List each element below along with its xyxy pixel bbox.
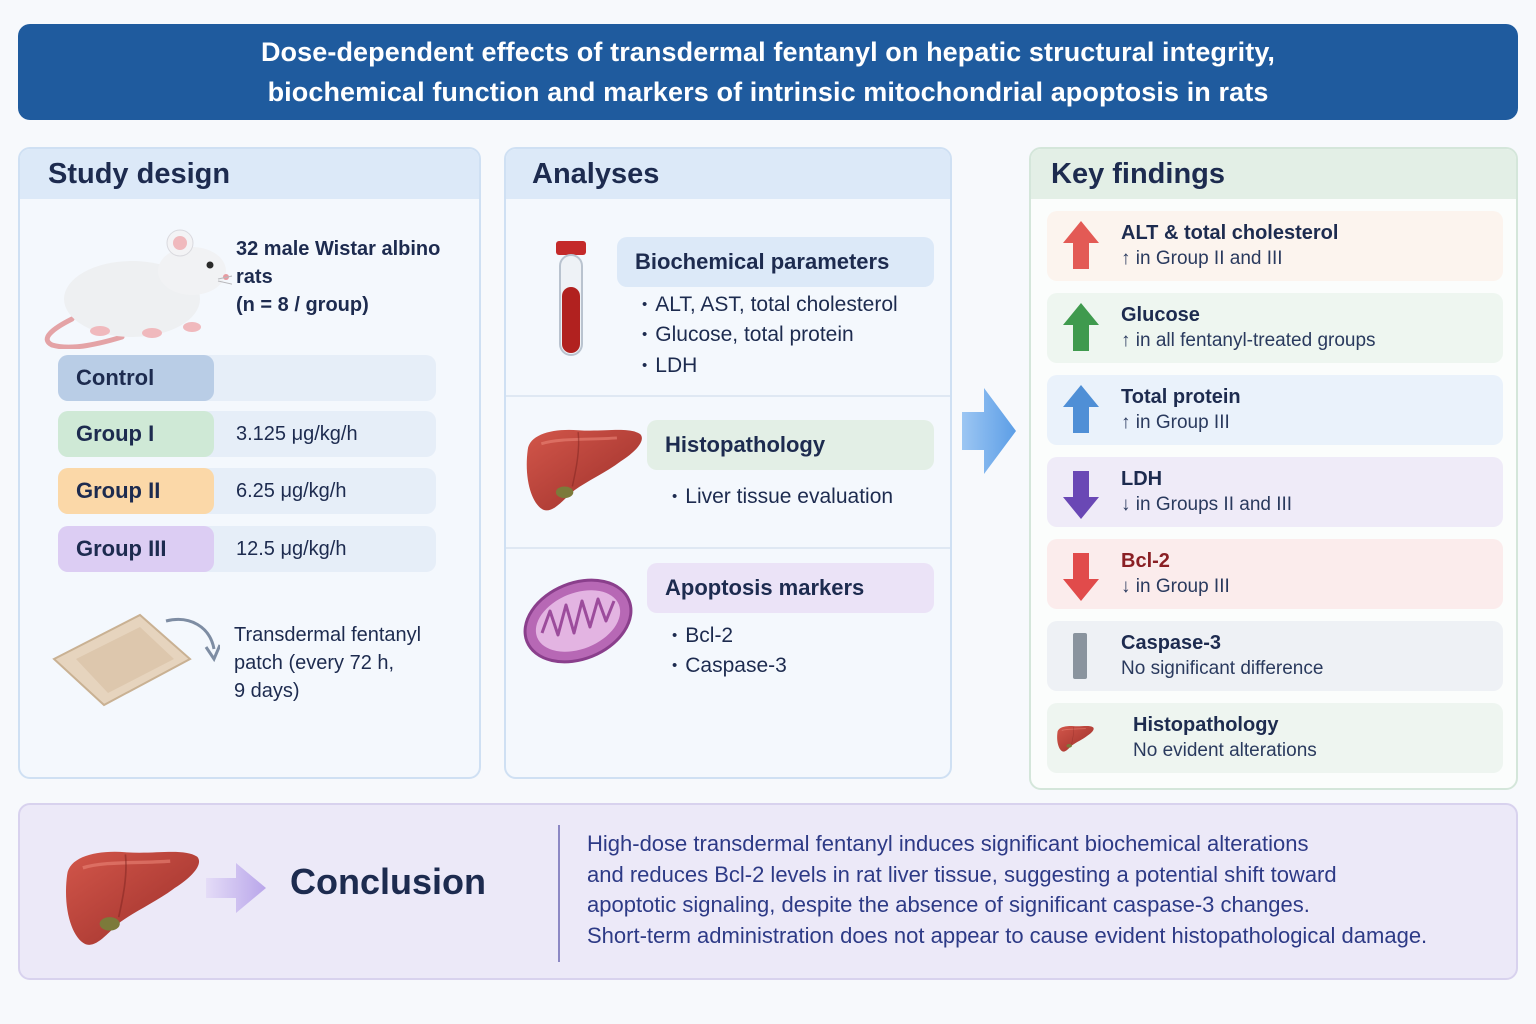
finding-title: Total protein xyxy=(1121,386,1241,408)
conclusion-line-3: apoptotic signaling, despite the absence… xyxy=(587,892,1310,917)
blood-tube-icon xyxy=(556,241,586,356)
arrow-right-icon xyxy=(206,863,266,913)
finding-description: ↓ in Group III xyxy=(1121,576,1230,597)
analyses-panel: Analyses Biochemical parameters ALT, AST… xyxy=(504,147,952,779)
rat-icon xyxy=(44,229,232,349)
conclusion-text: High-dose transdermal fentanyl induces s… xyxy=(587,829,1427,951)
subjects-text: 32 male Wistar albino rats (n = 8 / grou… xyxy=(236,235,479,319)
analysis-item: Caspase-3 xyxy=(672,651,787,683)
group-row-control: Control xyxy=(58,355,436,401)
patch-text: Transdermal fentanyl patch (every 72 h, … xyxy=(234,621,421,705)
finding-title: Caspase-3 xyxy=(1121,632,1222,654)
finding-title: ALT & total cholesterol xyxy=(1121,222,1339,244)
patch-line-3: 9 days) xyxy=(234,680,300,702)
finding-title: Bcl-2 xyxy=(1121,550,1170,572)
finding-description: ↑ in all fentanyl-treated groups xyxy=(1121,330,1376,351)
finding-card: LDH ↓ in Groups II and III xyxy=(1047,457,1503,527)
conclusion-divider xyxy=(558,825,560,962)
conclusion-line-4: Short-term administration does not appea… xyxy=(587,922,1428,948)
liver-icon xyxy=(58,841,204,953)
finding-card: Total protein ↑ in Group III xyxy=(1047,375,1503,445)
finding-card: ALT & total cholesterol ↑ in Group II and… xyxy=(1047,211,1503,281)
finding-card: Bcl-2 ↓ in Group III xyxy=(1047,539,1503,609)
conclusion-line-2: and reduces Bcl-2 levels in rat liver ti… xyxy=(587,861,1337,887)
liver-icon xyxy=(1056,725,1095,753)
finding-description: No significant difference xyxy=(1121,658,1324,679)
key-findings-title: Key findings xyxy=(1031,149,1516,199)
mitochondrion-icon xyxy=(523,578,633,664)
group-dose: 6.25 μg/kg/h xyxy=(236,480,347,502)
analysis-item: LDH xyxy=(642,351,697,383)
conclusion-panel: Conclusion High-dose transdermal fentany… xyxy=(18,803,1518,980)
finding-description: No evident alterations xyxy=(1133,740,1317,761)
group-row-group-i: Group I 3.125 μg/kg/h xyxy=(58,411,436,457)
arrow-down-icon xyxy=(1063,553,1099,601)
title-line-2: biochemical function and markers of intr… xyxy=(267,77,1269,107)
group-row-group-ii: Group II 6.25 μg/kg/h xyxy=(58,468,436,514)
conclusion-title: Conclusion xyxy=(290,861,486,902)
finding-card: Histopathology No evident alterations xyxy=(1047,703,1503,773)
group-label: Group II xyxy=(58,468,214,514)
analysis-item: Liver tissue evaluation xyxy=(672,482,893,514)
section-divider xyxy=(506,395,950,397)
title-banner: Dose-dependent effects of transdermal fe… xyxy=(18,24,1518,120)
finding-description: ↑ in Group III xyxy=(1121,412,1230,433)
study-design-title: Study design xyxy=(20,149,479,199)
finding-title: LDH xyxy=(1121,468,1163,490)
finding-title: Glucose xyxy=(1121,304,1200,326)
analyses-title: Analyses xyxy=(506,149,950,199)
apoptosis-markers-title: Apoptosis markers xyxy=(647,563,934,613)
finding-description: ↑ in Group II and III xyxy=(1121,248,1283,269)
analysis-item: ALT, AST, total cholesterol xyxy=(642,290,897,322)
key-findings-panel: Key findings ALT & total cholesterol ↑ in… xyxy=(1029,147,1518,790)
group-label: Group III xyxy=(58,526,214,572)
analysis-item: Bcl-2 xyxy=(672,621,733,653)
group-label: Group I xyxy=(58,411,214,457)
histopathology-title: Histopathology xyxy=(647,420,934,470)
arrow-up-icon xyxy=(1063,303,1099,351)
finding-description: ↓ in Groups II and III xyxy=(1121,494,1293,515)
arrow-down-icon xyxy=(1063,471,1099,519)
bar-icon xyxy=(1073,633,1087,679)
group-dose: 3.125 μg/kg/h xyxy=(236,423,358,445)
group-label: Control xyxy=(58,355,214,401)
study-design-panel: Study design 32 male Wistar albino rats … xyxy=(18,147,481,779)
finding-card: Glucose ↑ in all fentanyl-treated groups xyxy=(1047,293,1503,363)
finding-card: Caspase-3 No significant difference xyxy=(1047,621,1503,691)
finding-title: Histopathology xyxy=(1133,714,1279,736)
group-dose: 12.5 μg/kg/h xyxy=(236,538,347,560)
patch-line-1: Transdermal fentanyl xyxy=(234,624,422,646)
arrow-up-icon xyxy=(1063,221,1099,269)
group-row-group-iii: Group III 12.5 μg/kg/h xyxy=(58,526,436,572)
arrow-up-icon xyxy=(1063,385,1099,433)
patch-icon xyxy=(52,613,220,707)
section-divider xyxy=(506,547,950,549)
analysis-item: Glucose, total protein xyxy=(642,320,853,352)
biochemical-title: Biochemical parameters xyxy=(617,237,934,287)
subjects-line-1: 32 male Wistar albino rats xyxy=(236,238,441,288)
patch-line-2: patch (every 72 h, xyxy=(234,652,395,674)
liver-icon xyxy=(520,419,646,519)
flow-arrow-icon xyxy=(962,388,1016,474)
subjects-line-2: (n = 8 / group) xyxy=(236,294,369,316)
title-line-1: Dose-dependent effects of transdermal fe… xyxy=(260,37,1276,67)
conclusion-line-1: High-dose transdermal fentanyl induces s… xyxy=(587,831,1309,856)
